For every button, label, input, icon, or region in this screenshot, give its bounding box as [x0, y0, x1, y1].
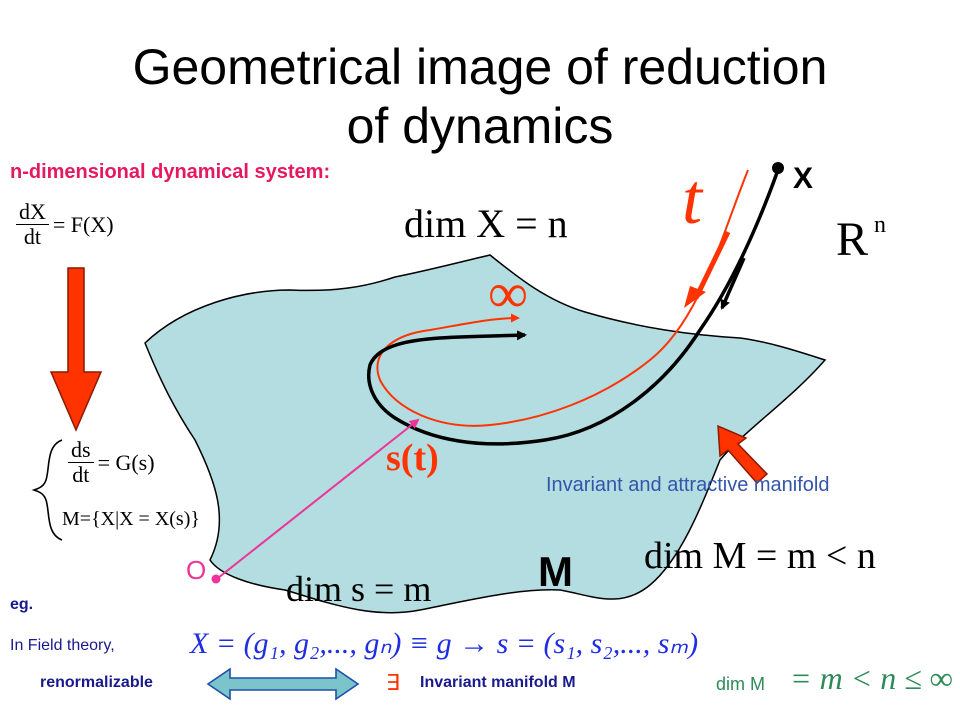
ode-rhs: = F(X) — [52, 211, 114, 237]
red-trajectory — [376, 169, 749, 427]
black-trajectory — [367, 169, 780, 446]
slide-title-line1: Geometrical image of reduction — [132, 39, 828, 95]
ode-denominator: dt — [23, 224, 41, 250]
reduced-rhs: = G(s) — [97, 449, 155, 475]
origin-dot — [211, 574, 221, 584]
reduced-denominator: dt — [72, 462, 90, 488]
reduced-equation: ds dt = G(s) — [68, 437, 155, 488]
black-direction-arrow — [720, 257, 746, 310]
reduction-arrow — [49, 267, 103, 432]
equivalence-arrow — [206, 667, 360, 701]
system-brace — [31, 439, 63, 541]
manifold-label: M — [538, 548, 573, 595]
ode-fraction: dX dt — [16, 199, 49, 250]
ode-equation: dX dt = F(X) — [16, 199, 114, 250]
reduced-fraction: ds dt — [68, 437, 94, 488]
manifold-caption: Invariant and attractive manifold — [546, 474, 830, 496]
subtitle: n-dimensional dynamical system: — [10, 161, 331, 183]
point-x-dot — [772, 162, 784, 174]
reduced-numerator: ds — [68, 437, 94, 464]
s-of-t-label: s(t) — [386, 437, 439, 479]
manifold-definition: M={X|X = X(s)} — [62, 508, 200, 530]
exists-symbol: ∃ — [386, 670, 400, 695]
dim-s-equation: dim s = m — [286, 569, 432, 609]
field-equation: X = (g₁, g₂,..., gₙ) ≡ g → s = (s₁, s₂,.… — [190, 627, 699, 660]
origin-label: O — [186, 555, 207, 585]
ode-numerator: dX — [16, 199, 49, 226]
origin-to-s-line — [217, 418, 420, 579]
time-label: t — [682, 159, 703, 239]
manifold-pointer-arrow — [717, 424, 769, 485]
point-x-label: X — [793, 162, 814, 195]
renormalizable-label: renormalizable — [40, 674, 153, 691]
slide-title-line2: of dynamics — [346, 98, 614, 154]
dim-m-equation: dim M = m < n — [644, 535, 876, 577]
dim-m-inequality: = m < n ≤ ∞ — [790, 660, 953, 696]
rn-exponent: n — [874, 212, 887, 238]
dim-m-small-label: dim M — [716, 674, 765, 694]
rn-base: R — [836, 213, 869, 266]
infinity-label: ∞ — [488, 263, 528, 325]
manifold-surface — [144, 254, 827, 614]
dim-x-equation: dim X = n — [404, 201, 568, 246]
field-theory-label: In Field theory, — [10, 637, 115, 654]
eg-label: eg. — [10, 596, 34, 613]
red-direction-arrow — [693, 230, 731, 300]
invariant-manifold-label: Invariant manifold M — [420, 674, 576, 691]
red-direction-arrowhead — [684, 286, 706, 308]
